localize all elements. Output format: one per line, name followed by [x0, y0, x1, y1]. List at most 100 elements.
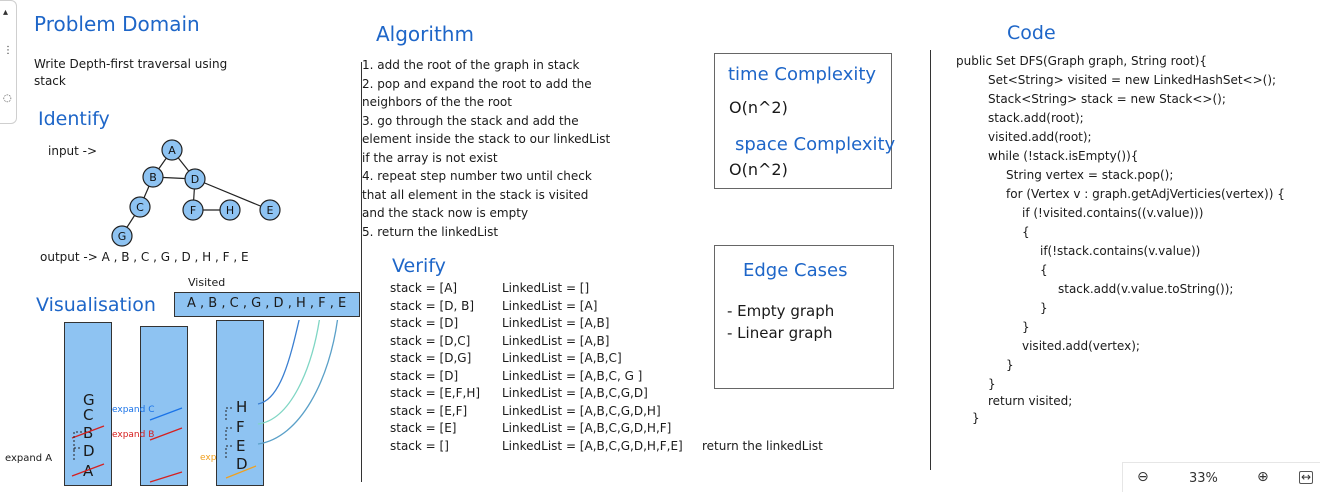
code-line: visited.add(vertex);	[1022, 339, 1140, 353]
code-title: Code	[1007, 22, 1056, 44]
code-line: String vertex = stack.pop();	[1006, 168, 1174, 182]
code-line: {	[1022, 225, 1030, 239]
node-h	[219, 199, 241, 221]
space-complexity-value: O(n^2)	[729, 160, 788, 179]
circle-icon[interactable]: ◌	[3, 93, 12, 104]
code-line: for (Vertex v : graph.getAdjVerticies(ve…	[1006, 187, 1285, 201]
input-label: input ->	[48, 144, 98, 158]
col1-letter-c: C	[83, 406, 94, 424]
verify-linked-row: LinkedList = [A,B,C,G,D]	[502, 386, 648, 400]
verify-stack-row: stack = [D, B]	[390, 298, 475, 313]
node-label-f: F	[190, 204, 196, 217]
col3-letter-f: F	[236, 418, 245, 436]
algorithm-line: 5. return the linkedList	[362, 224, 499, 239]
verify-stack-row: stack = [A]	[390, 281, 458, 295]
verify-linked-row: LinkedList = [A,B,C,G,D,H,F,E]	[502, 438, 683, 453]
verify-final-note: return the linkedList	[702, 439, 823, 453]
code-line: if (!visited.contains((v.value)))	[1022, 206, 1204, 220]
code-line: stack.add(v.value.toString());	[1058, 282, 1234, 296]
fit-width-icon[interactable]: ↔	[1299, 470, 1314, 484]
verify-linked-row: LinkedList = [A,B,C]	[502, 351, 622, 365]
verify-title: Verify	[392, 255, 446, 277]
node-f	[182, 199, 204, 221]
verify-linked-row: LinkedList = [A,B,C,G,D,H,F]	[502, 421, 672, 435]
verify-linked-column: LinkedList = [] LinkedList = [A] LinkedL…	[502, 280, 683, 455]
visualisation-title: Visualisation	[36, 294, 156, 316]
verify-linked-row: LinkedList = []	[502, 281, 590, 295]
algorithm-line: element inside the stack to our linkedLi…	[362, 132, 611, 146]
arrow-h-to-visited	[257, 320, 300, 405]
arrow-f-to-visited	[257, 320, 320, 425]
problem-description-line-2: stack	[34, 74, 66, 88]
expand-c-label: expand C	[112, 405, 155, 415]
col3-letter-e: E	[236, 437, 246, 455]
divider-right	[930, 50, 931, 470]
graph-diagram: A B D C F H E G	[111, 139, 281, 247]
strike-col2-c	[149, 407, 183, 421]
verify-linked-row: LinkedList = [A,B]	[502, 316, 610, 330]
strike-col2-b	[149, 427, 183, 441]
node-label-d: D	[191, 173, 199, 186]
col1-letter-a: A	[83, 462, 94, 480]
code-line: }	[972, 411, 980, 425]
zoom-in-icon[interactable]: ⊕	[1257, 469, 1269, 485]
algorithm-line: 1. add the root of the graph in stack	[362, 58, 580, 72]
problem-description-line-1: Write Depth-first traversal using	[34, 57, 228, 71]
edge-case-item: - Linear graph	[727, 324, 833, 342]
visited-label: Visited	[188, 276, 226, 289]
code-line: }	[1022, 320, 1030, 334]
stack-column-1	[64, 322, 112, 486]
node-e	[259, 199, 281, 221]
verify-stack-column: stack = [A] stack = [D, B] stack = [D] s…	[390, 280, 480, 455]
code-line: if(!stack.contains(v.value))	[1040, 244, 1201, 258]
node-label-b: B	[149, 171, 157, 184]
node-label-c: C	[136, 201, 144, 214]
zoom-level[interactable]: 33%	[1189, 471, 1218, 486]
code-line: Set<String> visited = new LinkedHashSet<…	[988, 73, 1277, 87]
pointer-icon[interactable]: ▴	[3, 7, 9, 18]
algorithm-steps: 1. add the root of the graph in stack 2.…	[362, 56, 610, 241]
algorithm-title: Algorithm	[376, 22, 474, 46]
expand-b-label: expand B	[112, 430, 155, 440]
col1-letter-b: B	[83, 424, 94, 442]
verify-stack-row: stack = [D]	[390, 316, 459, 330]
verify-linked-row: LinkedList = [A,B,C, G ]	[502, 368, 643, 383]
space-complexity-title: space Complexity	[735, 134, 896, 155]
verify-stack-row: stack = [E]	[390, 421, 457, 435]
stack-column-2	[140, 326, 188, 486]
code-line: stack.add(root);	[988, 111, 1084, 125]
col1-letter-d: D	[83, 442, 95, 460]
node-g	[111, 225, 133, 247]
node-a	[161, 139, 183, 161]
verify-linked-row: LinkedList = [A,B,C,G,D,H]	[502, 403, 661, 418]
verify-linked-row: LinkedList = [A]	[502, 298, 598, 313]
problem-domain-title: Problem Domain	[34, 12, 200, 36]
arrow-col1-d	[73, 447, 82, 460]
expand-a-label: expand A	[5, 453, 53, 464]
verify-stack-row: stack = [D]	[390, 368, 459, 383]
complexity-box: time Complexity O(n^2) space Complexity …	[714, 53, 896, 189]
verify-stack-row: stack = []	[390, 438, 449, 453]
node-label-e: E	[267, 204, 274, 217]
tool-icon[interactable]: ⋮	[3, 45, 13, 56]
verify-stack-row: stack = [E,F]	[390, 403, 468, 418]
divider-left	[361, 62, 362, 482]
zoom-out-icon[interactable]: ⊖	[1137, 469, 1149, 485]
strike-col3-d	[225, 465, 257, 479]
edge-cases-title: Edge Cases	[743, 260, 848, 281]
algorithm-line: 2. pop and expand the root to add the	[362, 76, 592, 91]
col1-letter-g: G	[83, 391, 95, 409]
algorithm-line: that all element in the stack is visited	[362, 187, 589, 202]
code-line: while (!stack.isEmpty()){	[988, 149, 1139, 163]
node-d	[184, 168, 206, 190]
code-line: public Set DFS(Graph graph, String root)…	[956, 54, 1208, 68]
strike-a	[71, 463, 105, 477]
code-line: }	[1040, 301, 1048, 315]
node-c	[129, 196, 151, 218]
verify-stack-row: stack = [D,G]	[390, 351, 472, 365]
code-line: }	[988, 377, 996, 391]
output-label: output -> A , B , C , G , D , H , F , E	[40, 250, 249, 264]
node-label-g: G	[118, 230, 127, 243]
node-b	[142, 166, 164, 188]
time-complexity-value: O(n^2)	[729, 98, 788, 117]
